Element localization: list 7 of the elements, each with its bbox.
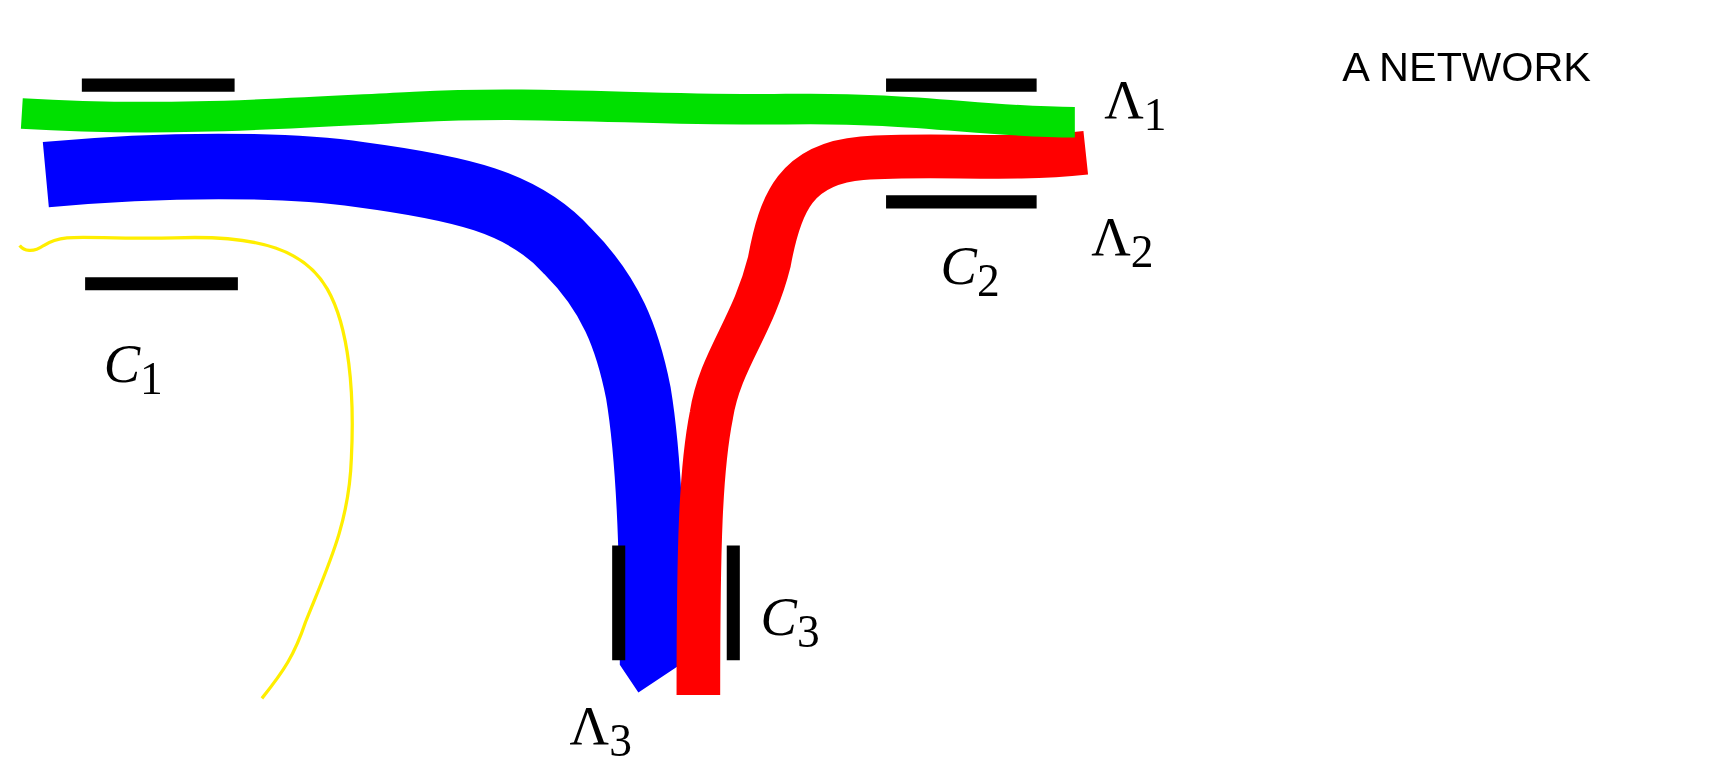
math-label: C$_{2}$ — [940, 237, 1000, 305]
math-label: C$_{3}$ — [760, 589, 820, 656]
math-label: Λ$_{3}$ — [569, 698, 632, 759]
math-label: C$_{1}$ — [103, 336, 163, 403]
title: A NETWORK — [1342, 45, 1591, 88]
math-label: Λ$_{1}$ — [1104, 72, 1167, 139]
math-label: Λ$_{2}$ — [1091, 209, 1154, 276]
